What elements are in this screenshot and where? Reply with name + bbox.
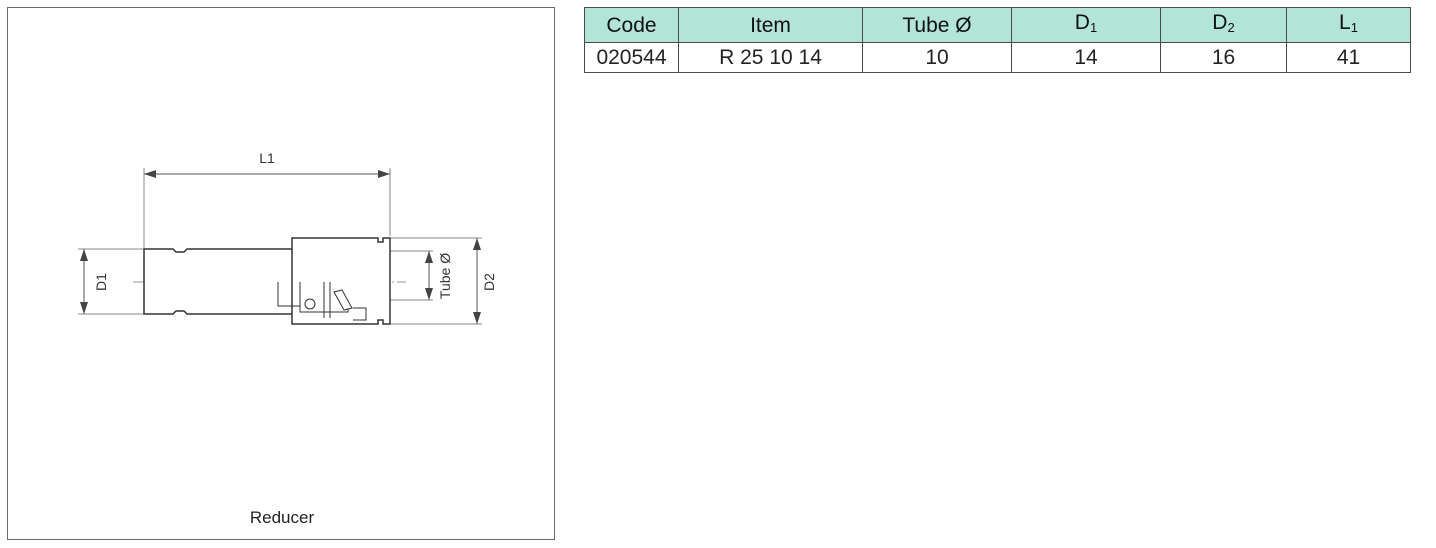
cell-item: R 25 10 14: [678, 42, 863, 73]
table-row: 020544 R 25 10 14 10 14 16 41: [584, 42, 1411, 73]
d1-label: D1: [93, 273, 109, 291]
table-header-row: Code Item Tube Ø D1 D2 L1: [584, 7, 1411, 43]
d2-label: D2: [481, 273, 497, 291]
header-l1: L1: [1286, 7, 1411, 43]
d1-arrow-top: [80, 249, 88, 261]
cell-l1: 41: [1286, 42, 1411, 73]
tube-arrow-top: [425, 251, 433, 263]
header-d2: D2: [1160, 7, 1287, 43]
cell-d1: 14: [1011, 42, 1161, 73]
reducer-stem: [143, 248, 295, 315]
d2-arrow-top: [473, 238, 481, 250]
l1-arrow-right: [378, 170, 390, 178]
header-code: Code: [584, 7, 679, 43]
specification-table: Code Item Tube Ø D1 D2 L1 020544 R 25 10…: [584, 7, 1411, 73]
tube-arrow-bottom: [425, 288, 433, 300]
reducer-body: [143, 237, 391, 325]
cell-tube-diameter: 10: [862, 42, 1012, 73]
reducer-head: [291, 237, 391, 325]
d2-arrow-bottom: [473, 312, 481, 324]
tube-label: Tube Ø: [437, 253, 453, 299]
l1-arrow-left: [144, 170, 156, 178]
header-tube-diameter: Tube Ø: [862, 7, 1012, 43]
l1-label: L1: [259, 150, 275, 166]
header-item: Item: [678, 7, 863, 43]
technical-drawing-panel: L1 D1 Tube Ø D2 Reducer: [7, 7, 555, 540]
o-ring: [304, 298, 316, 310]
d1-arrow-bottom: [80, 302, 88, 314]
drawing-caption: Reducer: [249, 508, 315, 527]
reducer-drawing: L1 D1 Tube Ø D2: [78, 150, 497, 325]
cell-d2: 16: [1160, 42, 1287, 73]
grip-tooth: [333, 289, 353, 311]
cell-code: 020544: [584, 42, 679, 73]
release-ring: [353, 307, 367, 321]
header-d1: D1: [1011, 7, 1161, 43]
